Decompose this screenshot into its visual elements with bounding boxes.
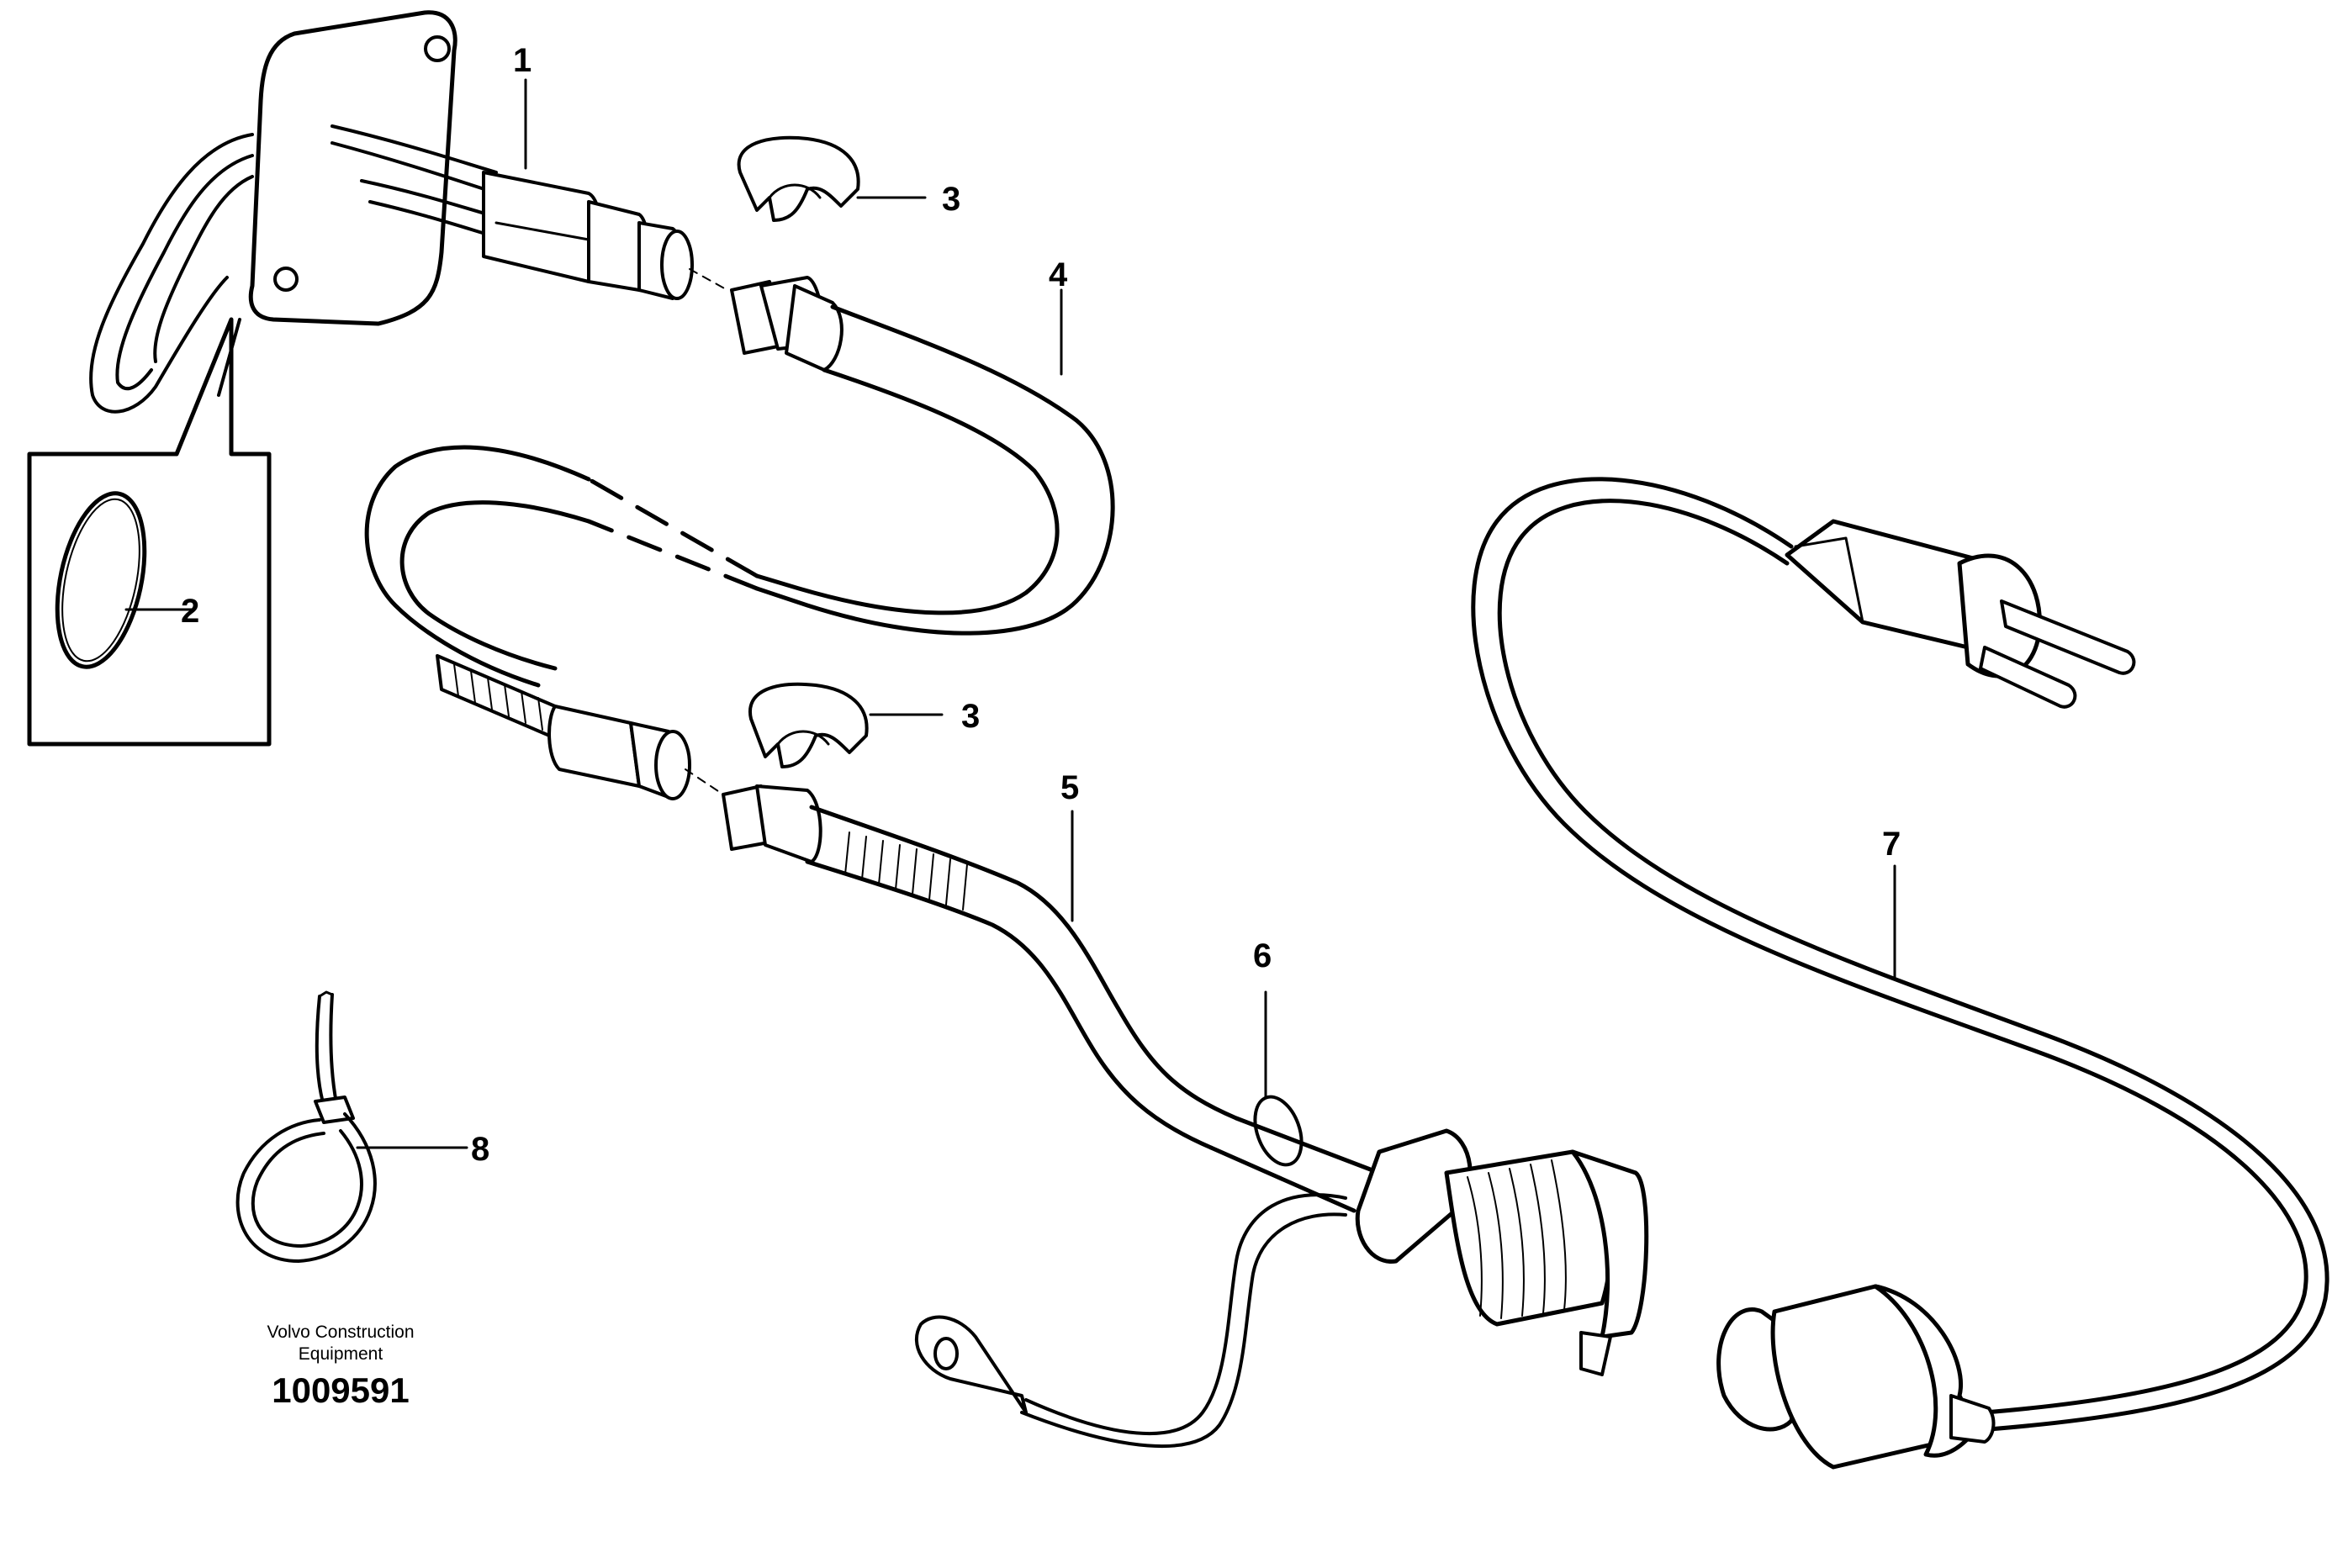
manufacturer-line-2: Equipment [298, 1344, 383, 1364]
grommet-part-6 [1253, 1095, 1304, 1167]
callout-1: 1 [513, 42, 531, 79]
callout-6: 6 [1253, 937, 1272, 974]
callout-2: 2 [181, 593, 199, 630]
callout-3-lower: 3 [961, 698, 980, 735]
drawing-number: 1009591 [272, 1370, 410, 1410]
cable-tie-part-8 [235, 990, 377, 1263]
callout-5: 5 [1060, 769, 1079, 806]
cable-part-5 [722, 784, 1649, 1449]
callout-7: 7 [1882, 826, 1901, 863]
manufacturer-line-1: Volvo Construction [267, 1323, 415, 1342]
mains-cable-part-7 [1471, 477, 2329, 1470]
heater-element-part-1 [89, 10, 728, 414]
o-ring-part-2 [27, 317, 272, 747]
manufacturer-caption: Volvo Construction Equipment [210, 1322, 471, 1365]
clip-part-3-lower [748, 682, 869, 768]
hose-part-4 [364, 276, 1115, 800]
clip-part-3-upper [737, 135, 860, 222]
callout-4: 4 [1049, 256, 1068, 293]
leader-lines [124, 78, 1896, 1149]
callout-3-upper: 3 [942, 181, 960, 218]
callout-8: 8 [471, 1131, 489, 1168]
